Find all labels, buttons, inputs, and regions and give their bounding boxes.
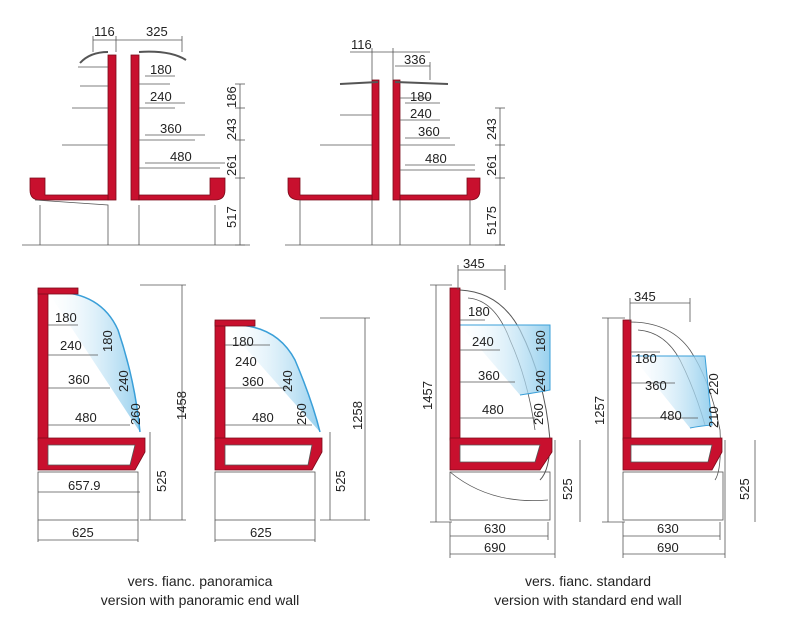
cabinet-standard-1457-labels: 345 180 240 360 480 180 240 260 1457 525… [420,256,575,555]
section-top-right [285,48,505,246]
dim-360: 360 [68,372,90,387]
caption-panoramic-en: version with panoramic end wall [100,592,300,608]
dim-240: 240 [150,89,172,104]
dim-261: 261 [484,154,499,176]
section-top-left [22,36,250,246]
dim-480: 480 [660,408,682,423]
dim-v180: 180 [100,330,115,352]
dim-1257: 1257 [592,396,607,425]
dim-1258: 1258 [350,401,365,430]
dim-243: 243 [484,118,499,140]
dim-180: 180 [55,310,77,325]
dim-525: 525 [333,470,348,492]
dim-625: 625 [72,525,94,540]
dim-180: 180 [232,334,254,349]
dim-180: 180 [468,304,490,319]
dim-v180: 180 [533,330,548,352]
dim-116: 116 [94,24,115,39]
cabinet-panoramic-1258 [214,317,370,542]
dim-325: 325 [146,24,168,39]
dim-1457: 1457 [420,381,435,410]
dim-v260: 260 [531,403,546,425]
dim-630: 630 [484,521,506,536]
caption-standard: vers. fianc. standard version with stand… [458,572,718,610]
dim-180: 180 [410,89,432,104]
cabinet-standard-1257 [602,298,756,558]
dim-525: 525 [154,470,169,492]
dim-180: 180 [635,351,657,366]
dim-v210: 210 [706,406,721,428]
dim-345: 345 [463,256,485,271]
dim-v260: 260 [128,403,143,425]
dim-116: 116 [351,37,372,52]
dim-525: 525 [560,478,575,500]
dim-480: 480 [252,410,274,425]
section-top-left-labels: 116 325 180 240 360 480 186 243 261 517 [94,24,239,228]
dim-240: 240 [410,106,432,121]
dim-180: 180 [150,62,172,77]
dim-240: 240 [235,354,257,369]
dim-243: 243 [224,118,239,140]
dim-v240: 240 [280,370,295,392]
dim-240: 240 [60,338,82,353]
dim-690: 690 [484,540,506,555]
dim-360: 360 [418,124,440,139]
dim-336: 336 [404,52,426,67]
dim-v260: 260 [294,403,309,425]
dim-480: 480 [170,149,192,164]
caption-standard-it: vers. fianc. standard [524,573,652,589]
cabinet-standard-1457 [430,265,581,558]
cabinet-panoramic-1458 [37,284,186,542]
dim-360: 360 [645,378,667,393]
cabinet-standard-1257-labels: 345 180 360 480 220 210 1257 525 630 690 [592,289,752,555]
dim-v220: 220 [706,373,721,395]
dim-625: 625 [250,525,272,540]
dim-v240: 240 [533,370,548,392]
dim-480: 480 [75,410,97,425]
dim-240: 240 [472,334,494,349]
dim-690: 690 [657,540,679,555]
dim-345: 345 [634,289,656,304]
dim-186: 186 [224,86,239,108]
dim-360: 360 [242,374,264,389]
cabinet-panoramic-1458-labels: 180 240 360 480 180 240 260 1458 525 657… [55,310,189,540]
dim-480: 480 [425,151,447,166]
dim-517: 517 [224,206,239,228]
dim-630: 630 [657,521,679,536]
cabinet-panoramic-1258-labels: 180 240 360 480 240 260 1258 525 625 [232,334,365,540]
caption-standard-en: version with standard end wall [494,592,682,608]
caption-panoramic-it: vers. fianc. panoramica [127,573,273,589]
dim-657-9: 657.9 [68,478,101,493]
dim-5175: 5175 [484,206,499,235]
dim-360: 360 [478,368,500,383]
dim-261: 261 [224,154,239,176]
caption-panoramic: vers. fianc. panoramica version with pan… [70,572,330,610]
dim-480: 480 [482,402,504,417]
dim-525: 525 [737,478,752,500]
section-top-right-labels: 116 336 180 240 360 480 243 261 5175 [351,37,499,235]
dim-1458: 1458 [174,391,189,420]
dim-v240: 240 [116,370,131,392]
dim-360: 360 [160,121,182,136]
